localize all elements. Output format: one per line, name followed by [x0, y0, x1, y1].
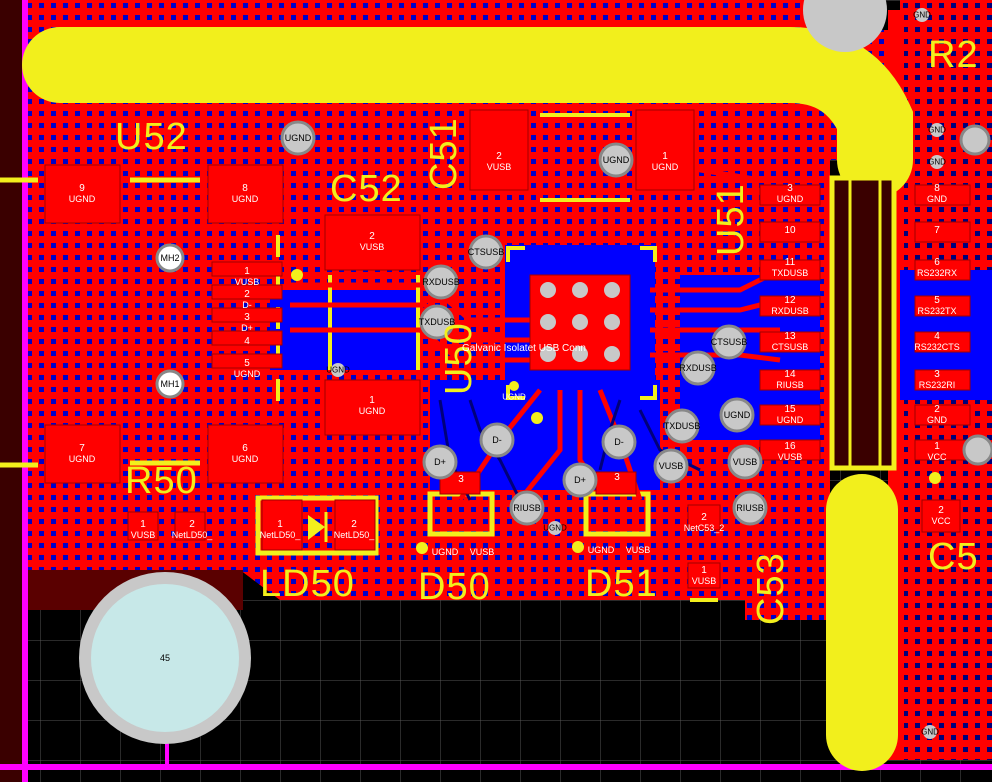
designator-c53: C53 — [750, 552, 792, 625]
mh2-hole — [155, 243, 185, 273]
pad-d51-2[interactable]: VUSB — [625, 545, 651, 555]
designator-c5: C5 — [928, 536, 979, 578]
via-d-minus[interactable]: D- — [614, 437, 624, 447]
hole-label: 45 — [159, 653, 171, 663]
via-d-plus[interactable]: D+ — [574, 475, 586, 485]
overlay-thick-track — [22, 27, 913, 198]
via-ugnd-small[interactable]: UGND — [543, 523, 567, 533]
via-vusb[interactable]: VUSB — [732, 457, 758, 467]
via-rxdusb[interactable]: RXDUSB — [422, 277, 460, 287]
via-ctsusb[interactable]: CTSUSB — [710, 337, 748, 347]
pad-d50-1[interactable]: UGND — [431, 547, 459, 557]
designator-u50: U50 — [438, 322, 480, 395]
mh1-hole — [155, 369, 185, 399]
designator-ld50: LD50 — [260, 563, 355, 605]
connector-outline — [829, 175, 897, 471]
via-txdusb[interactable]: TXDUSB — [418, 317, 456, 327]
pad-d50-3[interactable]: 3 — [458, 474, 464, 485]
via-gnd[interactable]: GND — [928, 157, 946, 167]
via-vusb[interactable]: VUSB — [658, 461, 684, 471]
pad-d51-1[interactable]: UGND — [587, 545, 615, 555]
designator-d50: D50 — [418, 566, 491, 608]
designator-r50: R50 — [125, 460, 198, 502]
pad-u52-pin4[interactable]: 4 — [244, 336, 250, 347]
u50-outline — [506, 246, 657, 400]
via-txdusb[interactable]: TXDUSB — [663, 421, 701, 431]
board-edge-bottom — [0, 764, 992, 770]
ld50-outline — [255, 495, 379, 556]
via-riusb[interactable]: RIUSB — [513, 503, 541, 513]
mh2-label: MH2 — [160, 253, 180, 263]
pad-r-7[interactable]: 7 — [934, 225, 940, 236]
via-rxdusb[interactable]: RXDUSB — [679, 363, 717, 373]
designator-d51: D51 — [585, 563, 658, 605]
designator-c52: C52 — [330, 168, 403, 210]
via-ugnd[interactable]: UGND — [723, 410, 751, 420]
via-riusb[interactable]: RIUSB — [736, 503, 764, 513]
pad-d50-2[interactable]: VUSB — [469, 547, 495, 557]
board-edge-left — [22, 0, 28, 782]
designator-u52: U52 — [115, 116, 188, 158]
via-ugnd-small[interactable]: UGND — [502, 392, 526, 402]
via-ctsusb[interactable]: CTSUSB — [467, 247, 505, 257]
board-text: Galvanic Isolatet USB Conn — [462, 343, 586, 354]
board-left-strip — [0, 0, 22, 782]
via-ugnd-small[interactable]: UGND — [326, 365, 350, 375]
designator-r2: R2 — [928, 34, 979, 76]
via-ugnd[interactable]: UGND — [602, 155, 630, 165]
via-gnd[interactable]: GND — [913, 10, 931, 20]
via-d-minus[interactable]: D- — [492, 435, 502, 445]
via-gnd[interactable]: GND — [921, 727, 939, 737]
mh1-label: MH1 — [160, 379, 180, 389]
designator-u51: U51 — [710, 183, 752, 256]
via-d-plus[interactable]: D+ — [434, 457, 446, 467]
designator-c51: C51 — [423, 117, 465, 190]
via-ugnd[interactable]: UGND — [284, 133, 312, 143]
pad-d51-3[interactable]: 3 — [614, 472, 620, 483]
vias — [280, 120, 992, 526]
pad-u51-10[interactable]: 10 — [784, 225, 796, 236]
via-gnd[interactable]: GND — [928, 125, 946, 135]
